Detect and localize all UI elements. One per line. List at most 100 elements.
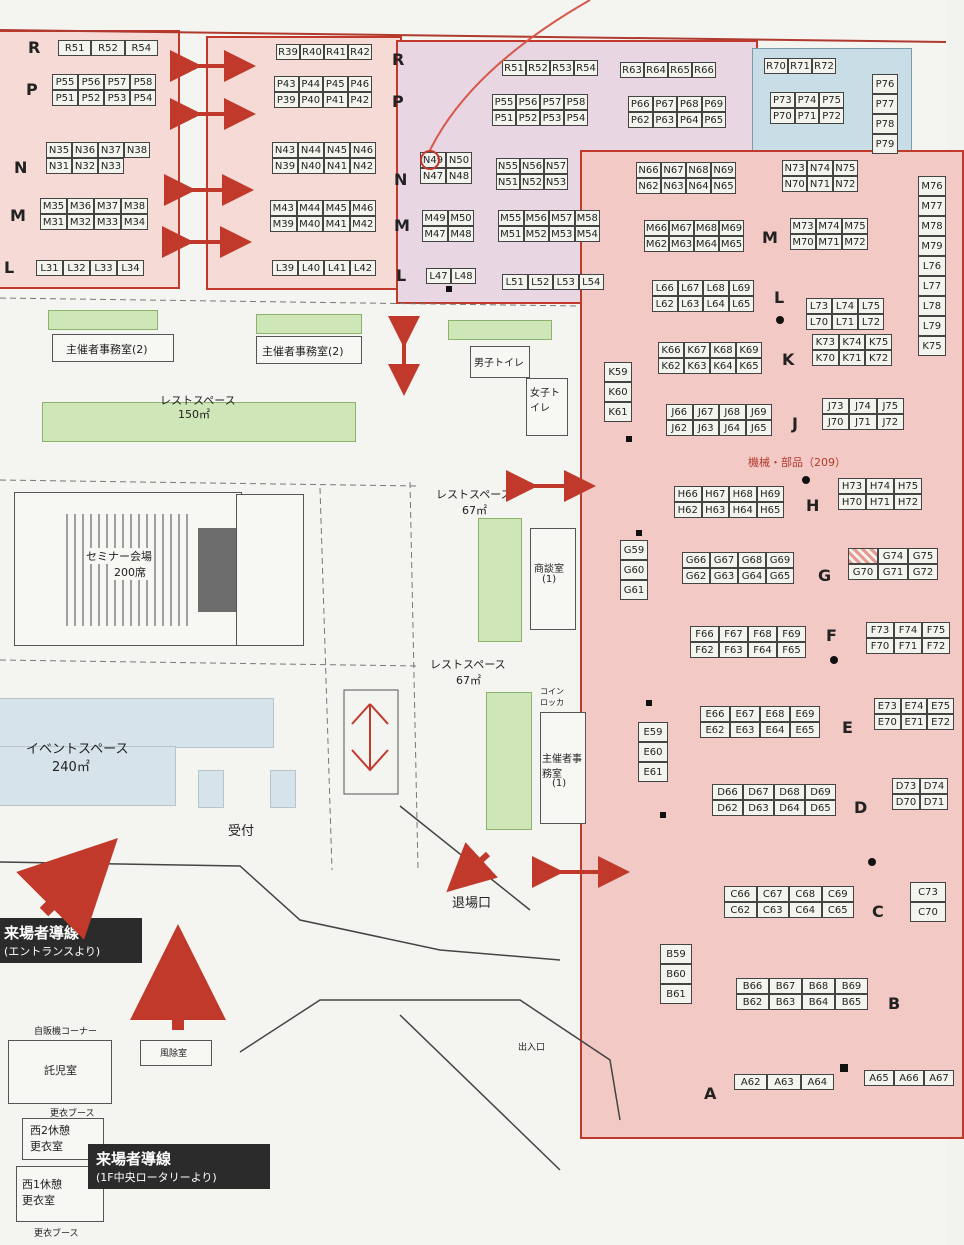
booth[interactable]: E69	[790, 706, 820, 722]
booth[interactable]: K75	[918, 336, 946, 356]
booth[interactable]: P41	[323, 92, 348, 108]
booth[interactable]: L78	[918, 296, 946, 316]
booth[interactable]: R52	[91, 40, 125, 56]
booth[interactable]: K59	[604, 362, 632, 382]
booth[interactable]: L52	[527, 274, 553, 290]
booth[interactable]: J66	[666, 404, 693, 420]
booth[interactable]: H73	[838, 478, 866, 494]
booth[interactable]: R64	[644, 62, 668, 78]
booth[interactable]: N45	[324, 142, 350, 158]
booth[interactable]: M68	[694, 220, 719, 236]
booth[interactable]: N73	[782, 160, 808, 176]
booth[interactable]: P52	[78, 90, 104, 106]
booth[interactable]: P74	[794, 92, 820, 108]
booth[interactable]: H62	[674, 502, 702, 518]
booth[interactable]: B64	[802, 994, 835, 1010]
booth[interactable]: E75	[927, 698, 954, 714]
booth[interactable]: M78	[918, 216, 946, 236]
booth[interactable]: P78	[872, 114, 898, 134]
booth[interactable]: R66	[692, 62, 716, 78]
booth[interactable]: L66	[652, 280, 678, 296]
booth[interactable]: M62	[644, 236, 669, 252]
booth[interactable]: F73	[866, 622, 894, 638]
booth[interactable]: P45	[323, 76, 348, 92]
booth[interactable]: N46	[350, 142, 376, 158]
booth[interactable]: E70	[874, 714, 901, 730]
booth[interactable]: L42	[350, 260, 376, 276]
booth[interactable]: R51	[58, 40, 92, 56]
booth[interactable]: E73	[874, 698, 901, 714]
booth[interactable]: E62	[700, 722, 730, 738]
booth[interactable]: P40	[298, 92, 323, 108]
booth[interactable]: E61	[638, 762, 668, 782]
booth[interactable]: K60	[604, 382, 632, 402]
booth[interactable]: P56	[78, 74, 104, 90]
booth[interactable]: L41	[324, 260, 350, 276]
booth[interactable]: E65	[790, 722, 820, 738]
booth[interactable]: K73	[812, 334, 839, 350]
booth[interactable]: E59	[638, 722, 668, 742]
booth[interactable]: N57	[544, 158, 568, 174]
booth[interactable]: A64	[800, 1074, 834, 1090]
booth[interactable]	[848, 548, 878, 564]
booth[interactable]: P54	[130, 90, 156, 106]
booth[interactable]: H67	[701, 486, 729, 502]
booth[interactable]: M43	[270, 200, 297, 216]
booth[interactable]: N48	[446, 168, 472, 184]
booth[interactable]: K67	[684, 342, 710, 358]
booth[interactable]: N52	[520, 174, 544, 190]
booth[interactable]: K74	[838, 334, 866, 350]
booth[interactable]: L53	[553, 274, 579, 290]
booth[interactable]: P54	[564, 110, 588, 126]
booth[interactable]: M37	[94, 198, 121, 214]
booth[interactable]: M49	[422, 210, 448, 226]
booth[interactable]: M40	[296, 216, 323, 232]
booth[interactable]: D65	[805, 800, 836, 816]
booth[interactable]: M79	[918, 236, 946, 256]
booth[interactable]: E71	[900, 714, 928, 730]
booth[interactable]: M46	[349, 200, 376, 216]
booth[interactable]: M67	[669, 220, 694, 236]
booth[interactable]: N36	[72, 142, 98, 158]
booth[interactable]: C70	[910, 902, 946, 922]
booth[interactable]: B62	[736, 994, 769, 1010]
booth[interactable]: C66	[724, 886, 757, 902]
booth[interactable]: P66	[628, 96, 653, 112]
booth[interactable]: J75	[876, 398, 904, 414]
booth[interactable]: P56	[516, 94, 540, 110]
booth[interactable]: L70	[806, 314, 832, 330]
booth[interactable]: L48	[451, 268, 476, 284]
booth[interactable]: R54	[574, 60, 598, 76]
booth[interactable]: G61	[620, 580, 648, 600]
booth[interactable]: G59	[620, 540, 648, 560]
booth[interactable]: F63	[719, 642, 748, 658]
booth[interactable]: D66	[712, 784, 743, 800]
booth[interactable]: N39	[272, 158, 298, 174]
booth[interactable]: L74	[832, 298, 858, 314]
booth[interactable]: R54	[124, 40, 158, 56]
booth[interactable]: P42	[347, 92, 372, 108]
booth[interactable]: L40	[298, 260, 324, 276]
booth[interactable]: P69	[701, 96, 726, 112]
booth[interactable]: M45	[323, 200, 350, 216]
booth[interactable]: M57	[549, 210, 575, 226]
booth[interactable]: H70	[838, 494, 866, 510]
booth[interactable]: H66	[674, 486, 702, 502]
booth[interactable]: P65	[701, 112, 726, 128]
booth[interactable]: R39	[276, 44, 300, 60]
booth[interactable]: N75	[832, 160, 858, 176]
booth[interactable]: L31	[36, 260, 63, 276]
booth[interactable]: G60	[620, 560, 648, 580]
booth[interactable]: E63	[730, 722, 760, 738]
booth[interactable]: H74	[866, 478, 894, 494]
booth[interactable]: P79	[872, 134, 898, 154]
booth[interactable]: R53	[550, 60, 574, 76]
booth[interactable]: N38	[124, 142, 150, 158]
booth[interactable]: P44	[298, 76, 323, 92]
booth[interactable]: P72	[819, 108, 844, 124]
booth[interactable]: M76	[918, 176, 946, 196]
booth[interactable]: N71	[807, 176, 833, 192]
booth[interactable]: M74	[816, 218, 842, 234]
booth[interactable]: B65	[835, 994, 868, 1010]
booth[interactable]: J69	[745, 404, 772, 420]
